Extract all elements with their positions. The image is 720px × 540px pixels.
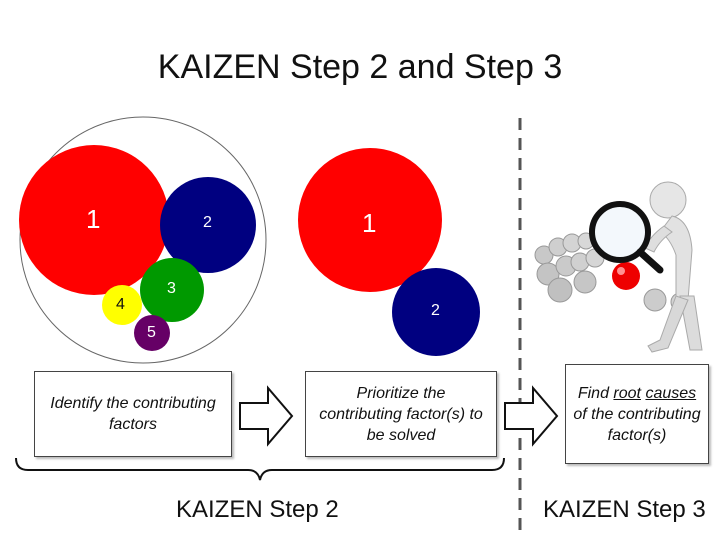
arrow-icon <box>504 385 559 447</box>
find-text-causes: causes <box>645 384 697 402</box>
circle-3-label: 3 <box>167 280 176 297</box>
magnifier-figure-icon <box>534 181 703 353</box>
identify-box: Identify the contributing factors <box>34 371 232 457</box>
find-text-pre: Find <box>577 384 614 402</box>
circle-5-label: 5 <box>147 324 156 341</box>
prioritized-circle-2 <box>392 268 480 356</box>
page-title: KAIZEN Step 2 and Step 3 <box>157 48 563 86</box>
prioritize-text: Prioritize the contributing factor(s) to… <box>319 384 483 444</box>
find-text-root: root <box>613 384 641 402</box>
prioritized-circle-1 <box>298 148 442 292</box>
circle-2 <box>160 177 256 273</box>
step2-label: KAIZEN Step 2 <box>176 496 339 523</box>
prioritized-circle-1-label: 1 <box>362 208 377 238</box>
circle-2-label: 2 <box>203 214 212 231</box>
circle-4 <box>102 285 142 325</box>
find-text: Find root causes of the contributing fac… <box>573 383 701 446</box>
prioritize-box: Prioritize the contributing factor(s) to… <box>305 371 497 457</box>
circle-4-label: 4 <box>116 296 125 313</box>
circle-1 <box>19 145 169 295</box>
arrow-icon <box>239 385 294 447</box>
outer-circle <box>19 116 267 364</box>
circle-1-label: 1 <box>86 204 101 234</box>
find-text-post: of the contributing factor(s) <box>573 405 701 444</box>
identify-text: Identify the contributing factors <box>50 395 216 433</box>
step3-label: KAIZEN Step 3 <box>543 496 706 523</box>
prioritized-circle-2-label: 2 <box>431 302 440 319</box>
circle-5 <box>134 315 170 351</box>
find-root-causes-box: Find root causes of the contributing fac… <box>565 364 709 464</box>
circle-3 <box>140 258 204 322</box>
step2-brace <box>15 457 505 481</box>
